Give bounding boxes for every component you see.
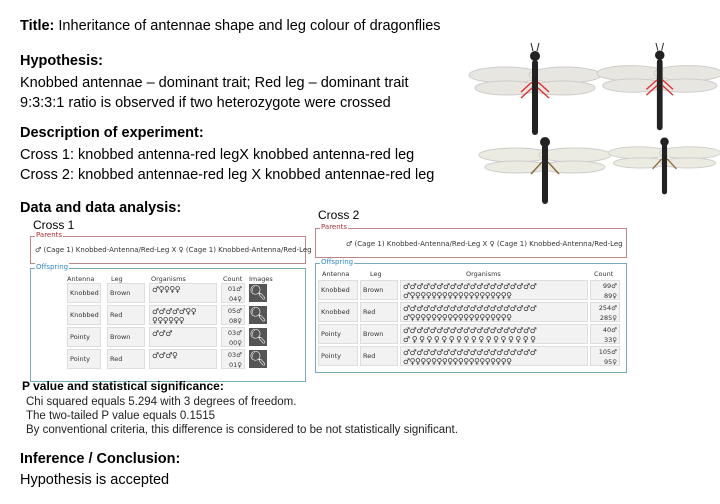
column-header: Antenna <box>322 270 350 278</box>
offspring-legend: Offspring <box>35 263 70 271</box>
cross2-panel: Parents ♂ (Cage 1) Knobbed-Antenna/Red-L… <box>313 223 627 374</box>
organisms-cell: ♂♂♂♂♂♀♀ ♀♀♀♀♀♀ <box>149 305 217 325</box>
male-count: 05♂ <box>227 307 242 315</box>
female-count: 95♀ <box>603 358 617 366</box>
column-header: Leg <box>370 270 382 278</box>
male-count: 03♂ <box>227 329 242 337</box>
column-header: Organisms <box>151 275 186 283</box>
female-count: 00♀ <box>228 339 242 347</box>
leg-cell: Brown <box>107 327 145 347</box>
inference-heading: Inference / Conclusion: <box>20 451 181 467</box>
title: Title: Inheritance of antennae shape and… <box>20 18 441 34</box>
count-cell: 254♂ 285♀ <box>590 302 620 322</box>
antenna-cell: Pointy <box>318 346 358 366</box>
cross2-label: Cross 2 <box>318 208 360 222</box>
magnifier-icon[interactable]: 🔍︎ <box>249 306 267 324</box>
female-count: 04♀ <box>228 295 242 303</box>
stats-line: By conventional criteria, this differenc… <box>26 424 458 436</box>
antenna-cell: Pointy <box>318 324 358 344</box>
antenna-cell: Pointy <box>67 349 101 369</box>
offspring-legend: Offspring <box>320 258 355 266</box>
antenna-cell: Knobbed <box>318 302 358 322</box>
count-cell: 01♂04♀ <box>221 283 245 303</box>
stats-line: Chi squared equals 5.294 with 3 degrees … <box>26 396 297 408</box>
male-count: 99♂ <box>602 282 617 290</box>
offspring-box: Offspring Antenna Leg Organisms Count Images… <box>30 263 306 382</box>
title-text: Inheritance of antennae shape and leg co… <box>58 18 441 34</box>
column-header: Antenna <box>67 275 95 283</box>
column-header: Count <box>594 270 614 278</box>
male-count: 40♂ <box>602 326 617 334</box>
organisms-cell: ♂♂♂♂♂♂♂♂♂♂♂♂♂♂♂♂♂♂♂♂ ♂♀♀♀♀♀♀♀♀♀♀♀♀♀♀♀♀♀♀… <box>400 346 588 366</box>
leg-cell: Brown <box>360 280 398 300</box>
count-cell: 03♂00♀ <box>221 327 245 347</box>
column-header: Count <box>223 275 243 283</box>
hypothesis-line: Knobbed antennae – dominant trait; Red l… <box>20 75 409 91</box>
magnifier-icon[interactable]: 🔍︎ <box>249 350 267 368</box>
male-count: 254♂ <box>598 304 617 312</box>
description-line: Cross 2: knobbed antennae-red leg X knob… <box>20 167 435 183</box>
magnifier-icon[interactable]: 🔍︎ <box>249 284 267 302</box>
parents-text: ♂ (Cage 1) Knobbed-Antenna/Red-Leg X ♀ (… <box>35 246 312 254</box>
column-header: Organisms <box>466 270 501 278</box>
dragonfly-red-leg-image <box>468 42 602 135</box>
column-header: Leg <box>111 275 123 283</box>
male-count: 03♂ <box>227 351 242 359</box>
leg-cell: Brown <box>360 324 398 344</box>
organisms-cell: ♂♂♂♂♂♂♂♂♂♂♂♂♂♂♂♂♂♂♂♂ ♂♀♀♀♀♀♀♀♀♀♀♀♀♀♀♀♀♀♀… <box>400 280 588 300</box>
data-heading: Data and data analysis: <box>20 200 182 216</box>
antenna-cell: Knobbed <box>318 280 358 300</box>
male-count: 01♂ <box>227 285 242 293</box>
antenna-cell: Knobbed <box>67 283 101 303</box>
hypothesis-line: 9:3:3:1 ratio is observed if two heteroz… <box>20 95 391 111</box>
organisms-cell: ♂♂♂♂♂♂♂♂♂♂♂♂♂♂♂♂♂♂♂♂ ♂♀♀♀♀♀♀♀♀♀♀♀♀♀♀♀♀♀♀… <box>400 302 588 322</box>
leg-cell: Red <box>360 346 398 366</box>
count-cell: 05♂08♀ <box>221 305 245 325</box>
stats-heading: P value and statistical significance: <box>22 379 224 393</box>
parents-legend: Parents <box>35 231 64 239</box>
female-count: 08♀ <box>228 317 242 325</box>
count-cell: 105♂ 95♀ <box>590 346 620 366</box>
female-count: 89♀ <box>603 292 617 300</box>
description-line: Cross 1: knobbed antenna-red legX knobbe… <box>20 147 415 163</box>
parents-box: Parents ♂ (Cage 1) Knobbed-Antenna/Red-L… <box>30 231 312 264</box>
dragonfly-brown-leg-image <box>478 137 612 204</box>
cross1-label: Cross 1 <box>33 218 75 232</box>
parents-text: ♂ (Cage 1) Knobbed-Antenna/Red-Leg X ♀ (… <box>346 240 623 248</box>
leg-cell: Red <box>107 305 145 325</box>
magnifier-icon[interactable]: 🔍︎ <box>249 328 267 346</box>
count-cell: 40♂33♀ <box>590 324 620 344</box>
stats-line: The two-tailed P value equals 0.1515 <box>26 410 216 422</box>
antenna-cell: Pointy <box>67 327 101 347</box>
cross1-panel: Parents ♂ (Cage 1) Knobbed-Antenna/Red-L… <box>28 231 312 382</box>
count-cell: 03♂01♀ <box>221 349 245 369</box>
count-cell: 99♂89♀ <box>590 280 620 300</box>
parents-box: Parents ♂ (Cage 1) Knobbed-Antenna/Red-L… <box>315 223 627 258</box>
leg-cell: Red <box>107 349 145 369</box>
female-count: 285♀ <box>599 314 617 322</box>
male-count: 105♂ <box>598 348 617 356</box>
dragonfly-images <box>468 42 720 204</box>
column-header: Images <box>249 275 273 283</box>
female-count: 01♀ <box>228 361 242 369</box>
organisms-cell: ♂♂♂ <box>149 327 217 347</box>
organisms-cell: ♂♀♀♀♀ <box>149 283 217 303</box>
female-count: 33♀ <box>603 336 617 344</box>
parents-legend: Parents <box>320 223 349 231</box>
antenna-cell: Knobbed <box>67 305 101 325</box>
hypothesis-heading: Hypothesis: <box>20 53 103 69</box>
description-heading: Description of experiment: <box>20 125 204 141</box>
title-label: Title: <box>20 18 55 34</box>
organisms-cell: ♂♂♂♀ <box>149 349 217 369</box>
leg-cell: Brown <box>107 283 145 303</box>
leg-cell: Red <box>360 302 398 322</box>
organisms-cell: ♂♂♂♂♂♂♂♂♂♂♂♂♂♂♂♂♂♂♂♂ ♂ ♀ ♀ ♀ ♀ ♀ ♀ ♀ ♀ ♀… <box>400 324 588 344</box>
inference-text: Hypothesis is accepted <box>20 472 170 488</box>
